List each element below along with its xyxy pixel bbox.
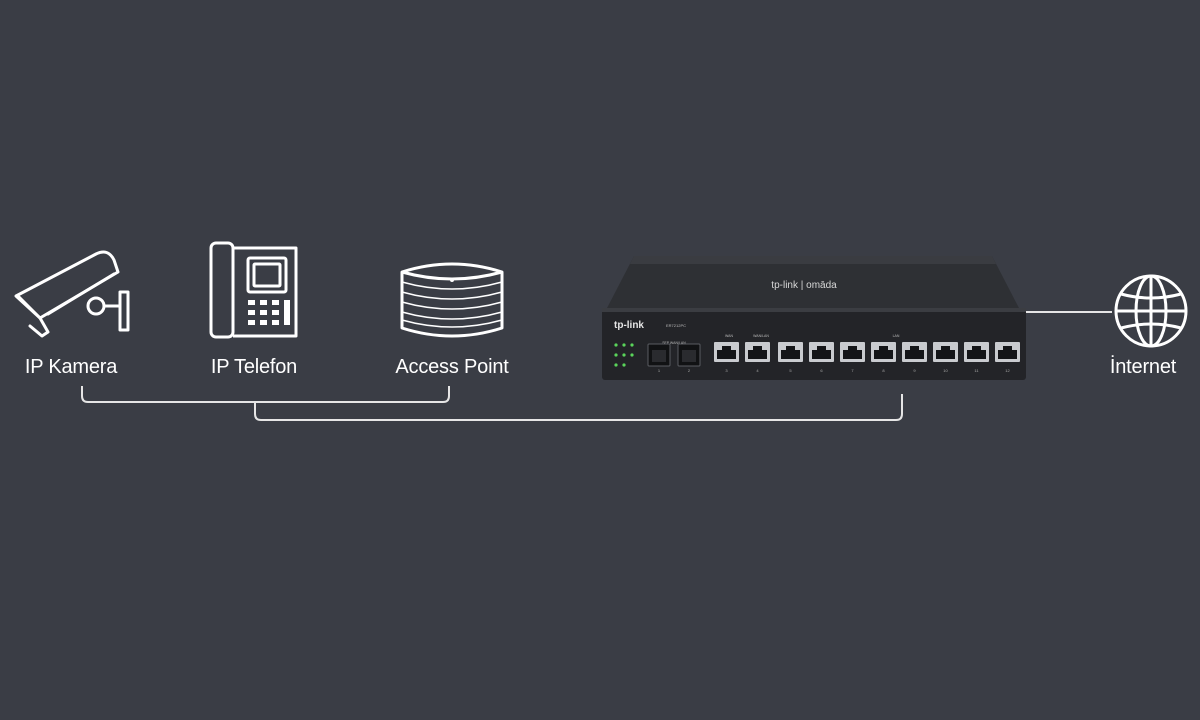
label-access-point: Access Point [395, 356, 509, 378]
label-ip-phone: IP Telefon [210, 356, 298, 378]
access-point-icon [400, 262, 504, 338]
port-number-label: 1 [658, 368, 661, 373]
router-device: tp-link | omāda tp-link ER7212PC SFP WAN… [602, 256, 1026, 380]
router-rj45-ports [714, 342, 1020, 362]
globe-icon [1114, 274, 1188, 348]
port-number-label: 10 [943, 368, 948, 373]
router-top-face [606, 256, 1020, 310]
port-number-label: 3 [725, 368, 728, 373]
connector-bus-router [254, 394, 903, 421]
rj45-port [933, 342, 958, 362]
rj45-port [840, 342, 865, 362]
port-number-label: 9 [913, 368, 916, 373]
label-internet: İnternet [1109, 356, 1177, 378]
port-number-label: 2 [688, 368, 691, 373]
rj45-port [902, 342, 927, 362]
port-number-label: 6 [820, 368, 823, 373]
label-ip-camera: IP Kamera [24, 356, 118, 378]
router-group-lan: LAN [893, 334, 900, 338]
rj45-port [745, 342, 770, 362]
rj45-port [778, 342, 803, 362]
port-number-label: 7 [851, 368, 854, 373]
port-number-label: 5 [789, 368, 792, 373]
router-sfp-ports [647, 343, 701, 367]
router-group-sfp: SFP WAN/LAN [662, 341, 686, 345]
port-number-label: 8 [882, 368, 885, 373]
router-group-wan-lan: WAN/LAN [753, 334, 769, 338]
rj45-port [714, 342, 739, 362]
router-front-brand: tp-link [614, 320, 644, 331]
connector-camera-phone-ap [81, 386, 450, 403]
rj45-port [871, 342, 896, 362]
router-leds [614, 343, 634, 367]
router-top-brand: tp-link | omāda [771, 280, 837, 291]
port-number-label: 11 [974, 368, 979, 373]
rj45-port [964, 342, 989, 362]
desk-phone-icon [209, 241, 298, 339]
router-model: ER7212PC [666, 323, 686, 328]
router-group-wan: WAN [725, 334, 734, 338]
rj45-port [809, 342, 834, 362]
security-camera-icon [14, 250, 130, 338]
rj45-port [995, 342, 1020, 362]
port-number-label: 4 [756, 368, 759, 373]
port-number-label: 12 [1005, 368, 1010, 373]
